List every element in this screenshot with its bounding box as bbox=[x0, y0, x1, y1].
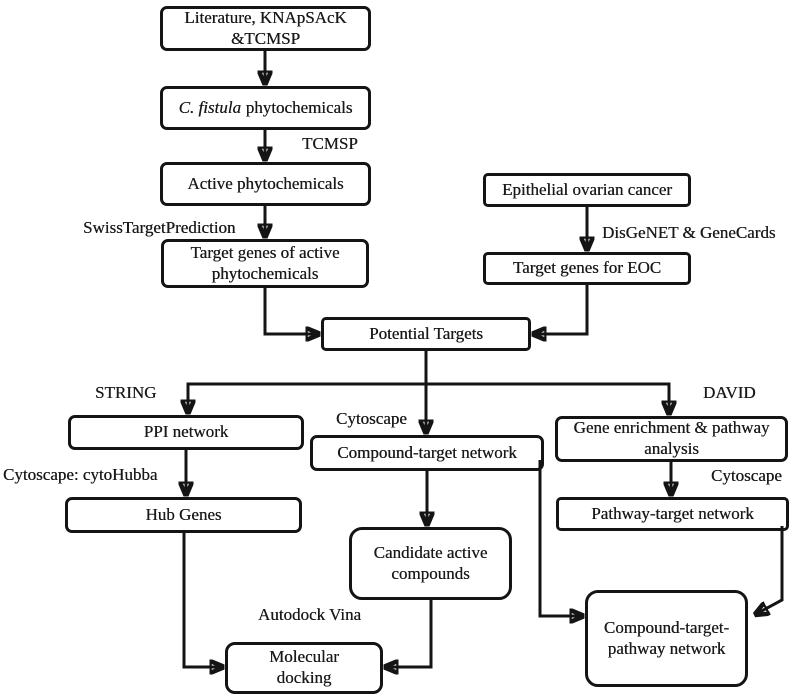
node-pathway-target-network: Pathway-target network bbox=[556, 497, 789, 531]
node-hub-genes: Hub Genes bbox=[65, 497, 302, 533]
arrow-compound-target-to-ctp-network bbox=[538, 460, 580, 616]
node-line: docking bbox=[276, 668, 332, 687]
node-line: Hub Genes bbox=[145, 504, 222, 524]
node-literature-sources: Literature, KNApSAcK &TCMSP bbox=[160, 6, 371, 51]
arrow-split-to-gene-enrichment bbox=[426, 382, 669, 411]
edge-label-disgenet-genecards: DisGeNET & GeneCards bbox=[602, 223, 776, 242]
node-line: Potential Targets bbox=[369, 323, 483, 343]
edge-label-cytoscape-right: Cytoscape bbox=[711, 466, 782, 485]
arrow-split-to-ppi bbox=[188, 382, 426, 410]
node-line: Candidate active bbox=[373, 542, 488, 562]
node-active-phytochemicals: Active phytochemicals bbox=[160, 162, 371, 206]
node-ppi-network: PPI network bbox=[68, 415, 304, 450]
node-compound-target-network: Compound-target network bbox=[310, 435, 544, 471]
arrow-hub-genes-to-molecular-docking bbox=[182, 533, 220, 667]
node-line: Gene enrichment & pathway bbox=[573, 418, 770, 438]
node-line: compounds bbox=[391, 563, 470, 583]
node-target-genes-active: Target genes of active phytochemicals bbox=[161, 239, 369, 288]
node-line: Molecular bbox=[269, 647, 339, 667]
node-line: analysis bbox=[644, 439, 699, 458]
arrow-pathway-target-to-ctp-network bbox=[758, 526, 784, 613]
node-line: Literature, KNApSAcK bbox=[184, 7, 347, 27]
edge-label-tcmsp: TCMSP bbox=[302, 134, 358, 153]
node-line: &TCMSP bbox=[231, 28, 300, 48]
node-line: phytochemicals bbox=[211, 263, 319, 283]
node-epithelial-ovarian-cancer: Epithelial ovarian cancer bbox=[483, 173, 691, 207]
node-line: Target genes of active bbox=[190, 242, 340, 262]
node-potential-targets: Potential Targets bbox=[321, 317, 531, 351]
edge-label-cytoscape-middle: Cytoscape bbox=[336, 409, 407, 428]
edge-label-swisstargetprediction: SwissTargetPrediction bbox=[83, 218, 236, 237]
edge-label-cytoscape-cytohubba: Cytoscape: cytoHubba bbox=[3, 465, 158, 484]
node-line: C. fistula phytochemicals bbox=[178, 97, 353, 117]
node-line: Pathway-target network bbox=[591, 503, 754, 523]
node-target-genes-eoc: Target genes for EOC bbox=[483, 252, 691, 285]
node-gene-enrichment-pathway-analysis: Gene enrichment & pathway analysis bbox=[555, 416, 788, 462]
node-line: Epithelial ovarian cancer bbox=[502, 179, 672, 199]
arrow-target-genes-eoc-to-potential bbox=[536, 285, 589, 334]
node-line: Compound-target- bbox=[603, 617, 730, 637]
edge-label-david: DAVID bbox=[703, 383, 756, 402]
edge-label-string: STRING bbox=[95, 383, 157, 402]
node-line: Target genes for EOC bbox=[512, 258, 662, 278]
node-line: pathway network bbox=[607, 638, 726, 658]
node-line: Active phytochemicals bbox=[187, 173, 344, 193]
node-line: PPI network bbox=[143, 422, 229, 442]
arrow-candidate-to-molecular-docking bbox=[388, 600, 433, 667]
node-compound-target-pathway-network: Compound-target- pathway network bbox=[585, 590, 748, 687]
node-candidate-active-compounds: Candidate active compounds bbox=[349, 527, 512, 600]
arrow-target-genes-to-potential bbox=[263, 288, 316, 334]
node-line: Compound-target network bbox=[337, 442, 517, 462]
node-c-fistula-phytochemicals: C. fistula phytochemicals bbox=[160, 86, 371, 130]
edge-label-autodock-vina: Autodock Vina bbox=[258, 605, 362, 624]
node-molecular-docking: Molecular docking bbox=[225, 642, 383, 694]
